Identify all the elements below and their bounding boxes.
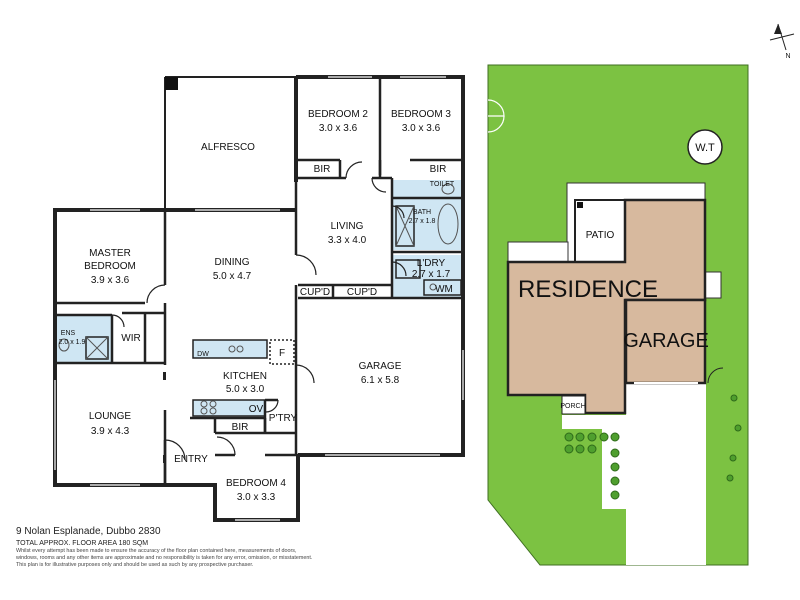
master-label-1: MASTER <box>89 248 131 259</box>
driveway <box>626 383 706 565</box>
residence-label: RESIDENCE <box>518 276 658 303</box>
alfresco-label: ALFRESCO <box>201 142 255 153</box>
wir-label: WIR <box>121 333 140 344</box>
door-swings <box>111 161 407 461</box>
interior-walls <box>55 77 463 485</box>
porch-label: PORCH <box>560 403 585 410</box>
dw-bench <box>193 340 267 358</box>
shrubs <box>564 394 742 500</box>
bir-bedroom2-label: BIR <box>314 164 331 175</box>
bath-size: 2.7 x 1.8 <box>409 218 436 225</box>
side-step <box>704 271 722 299</box>
master-size: 3.9 x 3.6 <box>91 275 130 286</box>
washing-machine-label: WM <box>435 284 453 295</box>
room-labels: ALFRESCO BEDROOM 2 3.0 x 3.6 BEDROOM 3 3… <box>59 109 455 503</box>
cupboard-left-label: CUP'D <box>300 287 330 298</box>
site-garage-label: GARAGE <box>623 330 709 352</box>
disclaimer-line-1: Whilst every attempt has been made to en… <box>16 548 297 554</box>
post-mark <box>163 455 166 463</box>
water-tank-label: W.T <box>695 142 715 154</box>
property-address: 9 Nolan Esplanade, Dubbo 2830 <box>16 526 161 537</box>
bedroom4-label: BEDROOM 4 <box>226 478 286 489</box>
garden-gate <box>707 367 724 384</box>
kitchen-label: KITCHEN <box>223 371 267 382</box>
toilet-label: TOILET <box>430 181 455 188</box>
dishwasher-label: DW <box>197 351 209 358</box>
disclaimer-line-2: windows, rooms and any other items are a… <box>16 555 313 561</box>
porch <box>561 395 586 415</box>
patio-post <box>577 202 583 208</box>
bir-kitchen-label: BIR <box>232 422 249 433</box>
benches <box>85 205 462 417</box>
laundry-size: 2.7 x 1.7 <box>412 269 451 280</box>
kitchen-bench <box>193 400 265 416</box>
patio-label: PATIO <box>586 230 615 241</box>
rear-step <box>507 241 569 263</box>
disclaimer-line-3: This plan is for illustrative purposes o… <box>16 562 254 568</box>
lounge-size: 3.9 x 4.3 <box>91 426 130 437</box>
site-plan: PATIO RESIDENCE GARAGE PORCH W.T <box>487 23 795 566</box>
kitchen-size: 5.0 x 3.0 <box>226 384 265 395</box>
disclaimer: Whilst every attempt has been made to en… <box>16 548 376 569</box>
garage-label: GARAGE <box>359 361 402 372</box>
oven-label: OV <box>249 404 264 415</box>
living-label: LIVING <box>331 221 364 232</box>
laundry-area <box>392 255 462 297</box>
side-gate <box>487 99 505 117</box>
garage-size: 6.1 x 5.8 <box>361 375 400 386</box>
north-label: N <box>785 53 790 60</box>
fridge-label: F <box>279 348 285 359</box>
post-mark <box>163 372 166 380</box>
dining-label: DINING <box>215 257 250 268</box>
living-size: 3.3 x 4.0 <box>328 235 367 246</box>
total-floor-area: TOTAL APPROX. FLOOR AREA 180 SQM <box>16 540 149 547</box>
bedroom3-size: 3.0 x 3.6 <box>402 123 441 134</box>
side-gate-2 <box>487 115 505 133</box>
water-tank <box>687 129 723 165</box>
dining-size: 5.0 x 4.7 <box>213 271 252 282</box>
bedroom2-size: 3.0 x 3.6 <box>319 123 358 134</box>
north-arrow: N <box>769 23 795 60</box>
bath-label: BATH <box>413 209 431 216</box>
bedroom3-label: BEDROOM 3 <box>391 109 451 120</box>
alfresco-column <box>165 77 178 90</box>
bedroom4-size: 3.0 x 3.3 <box>237 492 276 503</box>
ensuite-label: ENS <box>61 330 76 337</box>
window-lines <box>54 76 464 521</box>
bedroom2-label: BEDROOM 2 <box>308 109 368 120</box>
garden-path <box>562 415 626 429</box>
laundry-label: L'DRY <box>417 258 446 269</box>
fixtures <box>58 183 459 415</box>
ensuite-size: 2.0 x 1.9 <box>59 339 86 346</box>
cupboard-right-label: CUP'D <box>347 287 377 298</box>
master-label-2: BEDROOM <box>84 261 136 272</box>
entry-label: ENTRY <box>174 454 208 465</box>
floor-plan: ALFRESCO BEDROOM 2 3.0 x 3.6 BEDROOM 3 3… <box>53 75 465 522</box>
pantry-label: P'TRY <box>269 413 298 424</box>
lounge-label: LOUNGE <box>89 411 132 422</box>
bir-bedroom3-label: BIR <box>430 164 447 175</box>
